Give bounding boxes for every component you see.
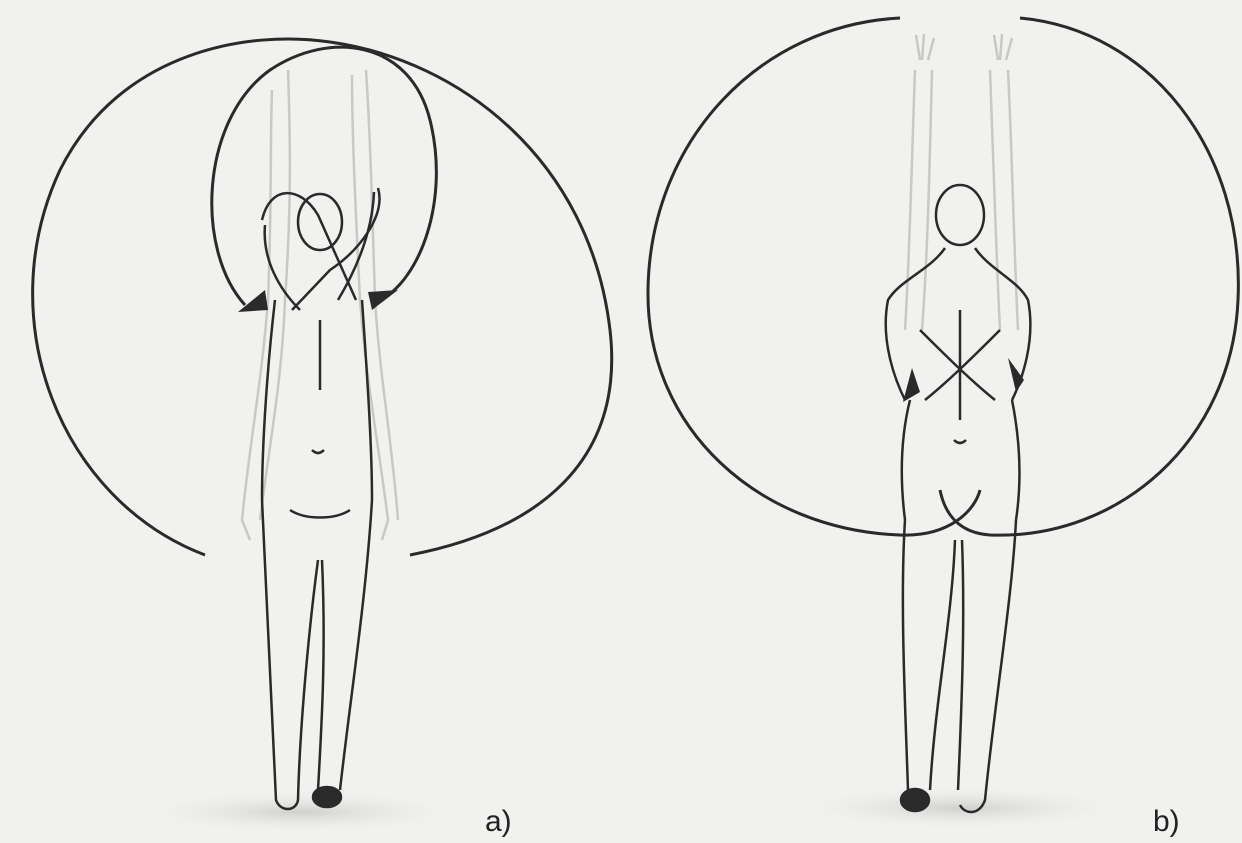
panel-a: [33, 39, 612, 834]
panel-b: [648, 18, 1238, 830]
motion-arc-small-a: [212, 47, 437, 305]
arrow-left-b: [903, 368, 920, 402]
panel-label-a: a): [485, 805, 512, 839]
arrow-right-a: [368, 290, 398, 310]
panel-label-b: b): [1153, 805, 1180, 839]
motion-arc-right-b: [940, 18, 1238, 535]
figure-body-b: [886, 185, 1031, 812]
motion-arc-large-a: [33, 39, 612, 555]
floor-shadow-a: [130, 790, 470, 834]
ghost-arms-b: [905, 34, 1018, 330]
floor-shadow-b: [785, 786, 1135, 830]
figure-body-a: [262, 188, 379, 809]
